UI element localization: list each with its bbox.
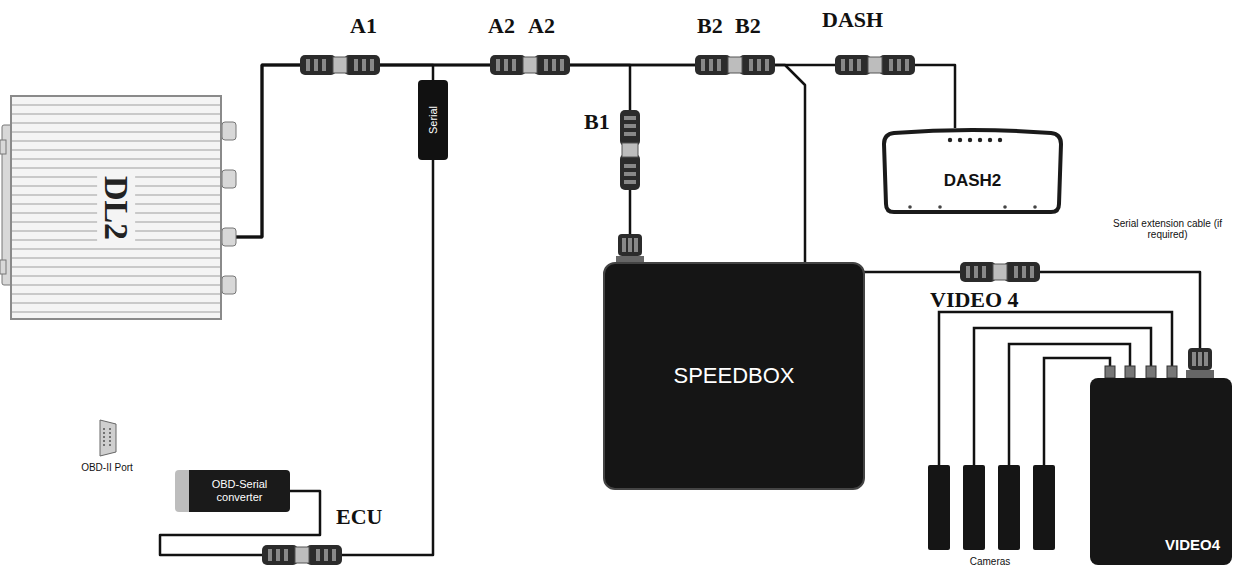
connector-label: A2 [528,14,555,38]
cable [222,65,433,237]
serial-adapter: Serial [418,80,448,160]
video4-plug [1186,348,1214,378]
connector-label: A2 [488,14,515,38]
connector-a1 [300,55,380,75]
connector-dash [835,55,915,75]
button-dot [1033,205,1037,209]
node-title: VIDEO4 [1165,536,1220,553]
logger-box: DL2 [10,95,222,320]
connector-b2 [695,55,775,75]
device-box: SPEEDBOX [603,262,865,490]
connector-label: VIDEO 4 [930,288,1019,312]
indicator-led [958,138,962,142]
connector-ecu [262,545,342,565]
indicator-led [978,138,982,142]
video4-ports [1105,366,1177,378]
cable [222,65,630,262]
connector-label: A1 [350,14,377,38]
cameras [928,465,1055,550]
connector-label: DASH [822,8,883,32]
connector-b1 [620,110,640,190]
indicator-led [998,138,1002,142]
indicator-led [948,138,952,142]
obd-port-icon [100,420,116,456]
node-title: Serial [427,106,439,134]
converter-box: OBD-Serial converter [175,470,290,512]
connector-label: B2 [697,14,723,38]
speedbox-plug [616,234,644,264]
note-label: OBD-II Port [72,462,142,473]
node-title: DL2 [97,172,135,242]
note-label: Cameras [960,556,1020,567]
cable [222,65,955,237]
connector-label: ECU [336,505,382,529]
node-title: SPEEDBOX [673,363,794,389]
display-border [884,130,1061,212]
button-dot [938,205,942,209]
display-unit: DASH2 [880,128,1065,215]
note-label: Serial extension cable (if required) [1110,218,1225,240]
button-dot [908,205,912,209]
indicator-led [988,138,992,142]
connector-label: B1 [584,110,610,134]
node-title: DASH2 [944,171,1002,191]
node-title: OBD-Serial converter [193,478,286,503]
connector-label: B2 [735,14,761,38]
button-dot [1003,205,1007,209]
indicator-led [968,138,972,142]
connector-a2 [490,55,570,75]
video-unit: VIDEO4 [1090,378,1232,565]
connector-video4 [960,262,1040,282]
